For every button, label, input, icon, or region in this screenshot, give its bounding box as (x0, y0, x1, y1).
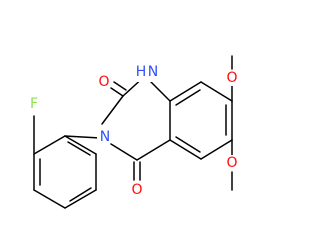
bond-n3-phenyl (64, 135, 101, 139)
bond-c4a-c4 (136, 139, 171, 161)
atom-label-o-methoxy-top: O (224, 70, 240, 86)
bond-ph-double-b (69, 187, 92, 202)
bond-bz-c8-c7 (200, 81, 233, 102)
bond-ph-c2-c3 (33, 189, 66, 209)
bond-c4-n3 (110, 143, 138, 161)
oxygen-label: O (226, 155, 237, 171)
bond-bz-double-c (175, 136, 201, 153)
bond-c2-o-b (113, 81, 127, 91)
bond-ph-double-c (67, 141, 91, 156)
atom-label-n1h: H N (136, 64, 164, 82)
bond-n3-c2 (101, 95, 124, 125)
oxygen-label: O (131, 182, 142, 198)
atom-label-fluorine: F (26, 96, 42, 112)
bond-ph-c6-c1 (33, 135, 66, 155)
atom-label-n3: N (97, 129, 113, 145)
pyrimidinedione-ring (101, 75, 171, 161)
atom-label-o-c4: O (129, 182, 145, 198)
atom-label-o-methoxy-bottom: O (224, 155, 240, 171)
fluorine-label: F (30, 96, 38, 112)
bond-bz-c6-c5 (200, 139, 233, 160)
oxygen-label: O (226, 70, 237, 86)
atom-label-o-c2: O (96, 74, 112, 90)
nitrogen-label: N (148, 64, 158, 80)
oxygen-label: O (98, 74, 109, 90)
bond-bz-double-a (175, 89, 201, 106)
bond-ph-c5-c6 (64, 135, 97, 155)
nitrogen-hydrogen-label: H (136, 64, 147, 80)
bond-c2-o-a (110, 87, 124, 97)
bond-bz-c5-c4a (169, 139, 202, 160)
molecule-structure: F H N N O O O O (26, 55, 240, 209)
bond-bz-c8a-c8 (169, 81, 202, 102)
structure-canvas: F H N N O O O O (26, 55, 240, 209)
nitrogen-label: N (100, 129, 110, 145)
fluorophenyl-ring (33, 135, 97, 209)
benzo-ring (169, 81, 233, 160)
bond-ph-c3-c4 (64, 189, 97, 209)
